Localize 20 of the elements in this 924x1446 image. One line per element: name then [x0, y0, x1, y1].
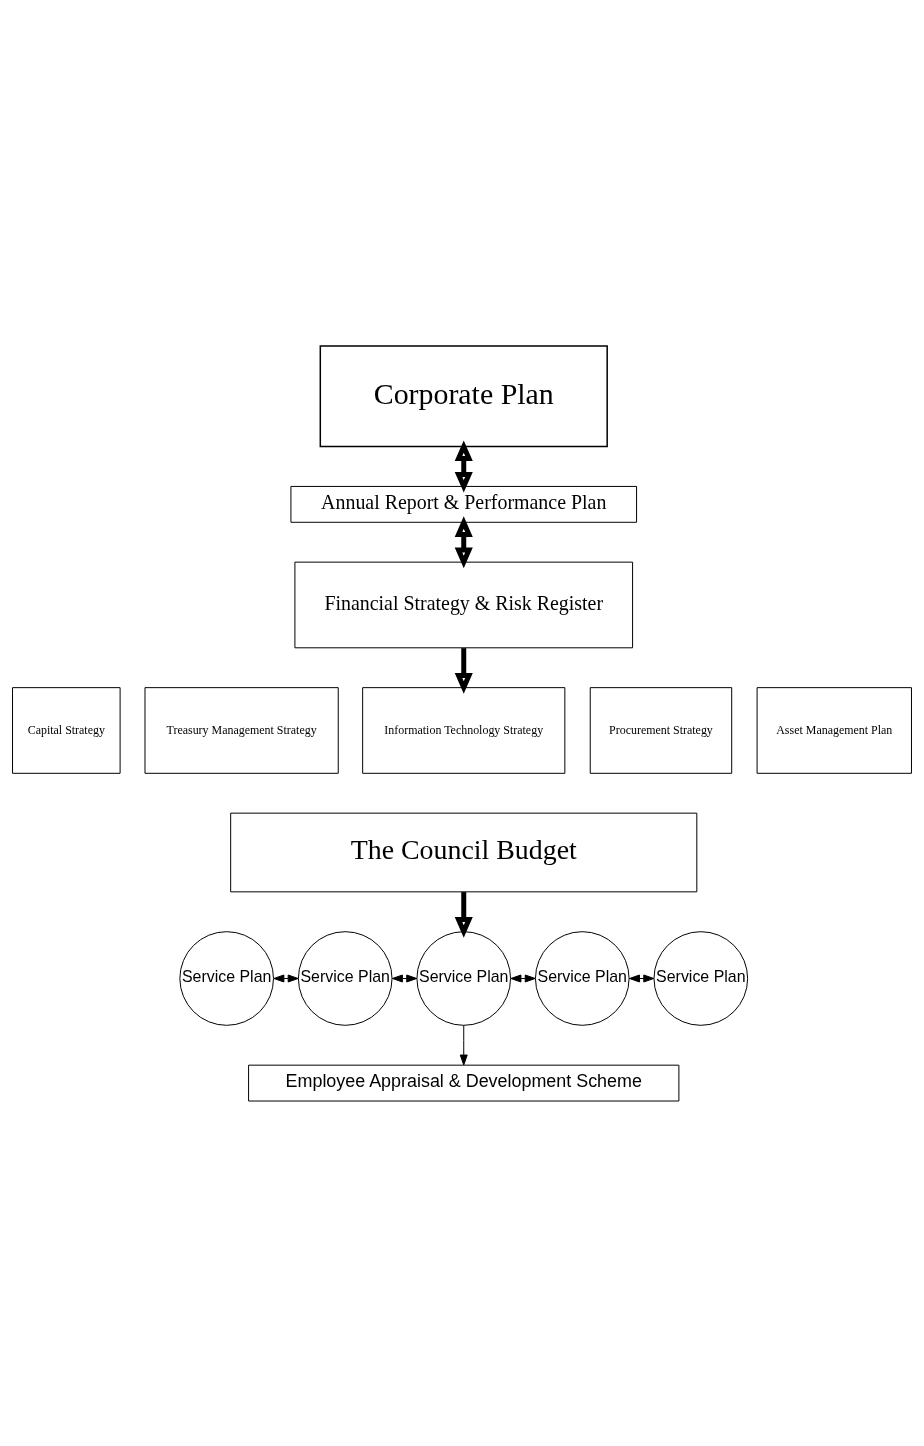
- node-circle: Service Plan: [416, 930, 512, 1026]
- arrow: [459, 1024, 468, 1065]
- node-box: Corporate Plan: [319, 344, 608, 447]
- node-box: Asset Management Plan: [756, 686, 912, 774]
- node-box: Treasury Management Strategy: [144, 686, 339, 774]
- node-circle: Service Plan: [534, 930, 630, 1026]
- node-circle: Service Plan: [653, 930, 749, 1026]
- node-circle: Service Plan: [179, 930, 274, 1026]
- arrow: [454, 647, 473, 694]
- node-box: Information Technology Strategy: [362, 686, 566, 774]
- arrow: [454, 439, 473, 493]
- node-box: The Council Budget: [230, 812, 698, 892]
- node-box: Capital Strategy: [12, 686, 121, 774]
- arrow: [454, 515, 473, 568]
- node-box: Annual Report & Performance Plan: [290, 485, 638, 523]
- node-box: Procurement Strategy: [589, 686, 733, 774]
- arrow: [454, 891, 473, 938]
- node-box: Financial Strategy & Risk Register: [294, 561, 634, 648]
- node-box: Employee Appraisal & Development Scheme: [248, 1064, 680, 1101]
- node-circle: Service Plan: [297, 930, 393, 1026]
